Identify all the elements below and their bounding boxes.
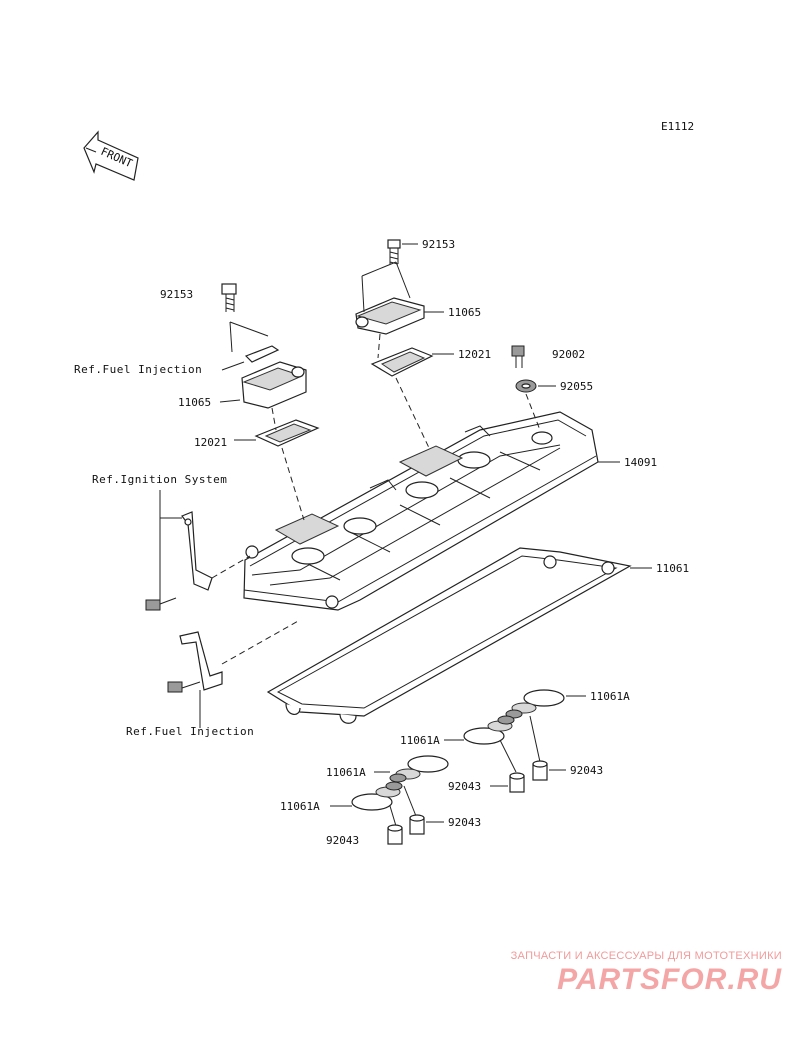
collar-3 — [409, 814, 425, 835]
fuel-bracket-lower — [179, 631, 223, 691]
plug-gasket-3 — [463, 715, 515, 745]
label-92043-3: 92043 — [448, 816, 481, 829]
valve-right — [355, 297, 425, 335]
label-11061A-3: 11061A — [400, 734, 440, 747]
label-11065-right: 11065 — [448, 306, 481, 319]
label-92055: 92055 — [560, 380, 593, 393]
watermark-logo: PARTSFOR.RU — [557, 963, 782, 996]
bolt-left — [221, 283, 237, 312]
label-11061A-4: 11061A — [590, 690, 630, 703]
valve-left — [241, 345, 307, 409]
collar-1 — [509, 772, 525, 793]
gasket-left — [254, 419, 320, 447]
plug-gasket-4 — [505, 689, 565, 719]
watermark-tagline: ЗАПЧАСТИ И АКСЕССУАРЫ ДЛЯ МОТОТЕХНИКИ — [510, 950, 782, 962]
ref-fuel-injection-lower: Ref.Fuel Injection — [126, 725, 254, 738]
washer-cover — [515, 379, 537, 393]
bolt-cover — [511, 345, 525, 368]
plug-gasket-1 — [351, 781, 403, 811]
plug-gasket-2 — [389, 755, 449, 783]
label-92002: 92002 — [552, 348, 585, 361]
label-11061: 11061 — [656, 562, 689, 575]
ignition-bolt — [145, 597, 177, 611]
ignition-bracket — [181, 511, 213, 591]
collar-2 — [532, 760, 548, 781]
collar-4 — [387, 824, 403, 845]
cover-gasket — [266, 547, 632, 724]
label-92043-2: 92043 — [570, 764, 603, 777]
label-11061A-1: 11061A — [280, 800, 320, 813]
label-12021-right: 12021 — [458, 348, 491, 361]
watermark: ЗАПЧАСТИ И АКСЕССУАРЫ ДЛЯ МОТОТЕХНИКИ PA… — [511, 950, 782, 997]
label-92043-4: 92043 — [326, 834, 359, 847]
label-14091: 14091 — [624, 456, 657, 469]
label-92153-right: 92153 — [422, 238, 455, 251]
front-arrow-icon: FRONT — [83, 130, 139, 181]
label-92043-1: 92043 — [448, 780, 481, 793]
fuel-bracket-bolt — [167, 681, 201, 693]
label-11065-left: 11065 — [178, 396, 211, 409]
diagram-code: E1112 — [661, 120, 694, 133]
label-92153-left: 92153 — [160, 288, 193, 301]
gasket-right — [370, 347, 434, 377]
cylinder-head-cover — [243, 411, 599, 611]
ref-ignition-system: Ref.Ignition System — [92, 473, 227, 486]
label-11061A-2: 11061A — [326, 766, 366, 779]
ref-fuel-injection-upper: Ref.Fuel Injection — [74, 363, 202, 376]
bolt-right — [387, 239, 401, 265]
label-12021-left: 12021 — [194, 436, 227, 449]
